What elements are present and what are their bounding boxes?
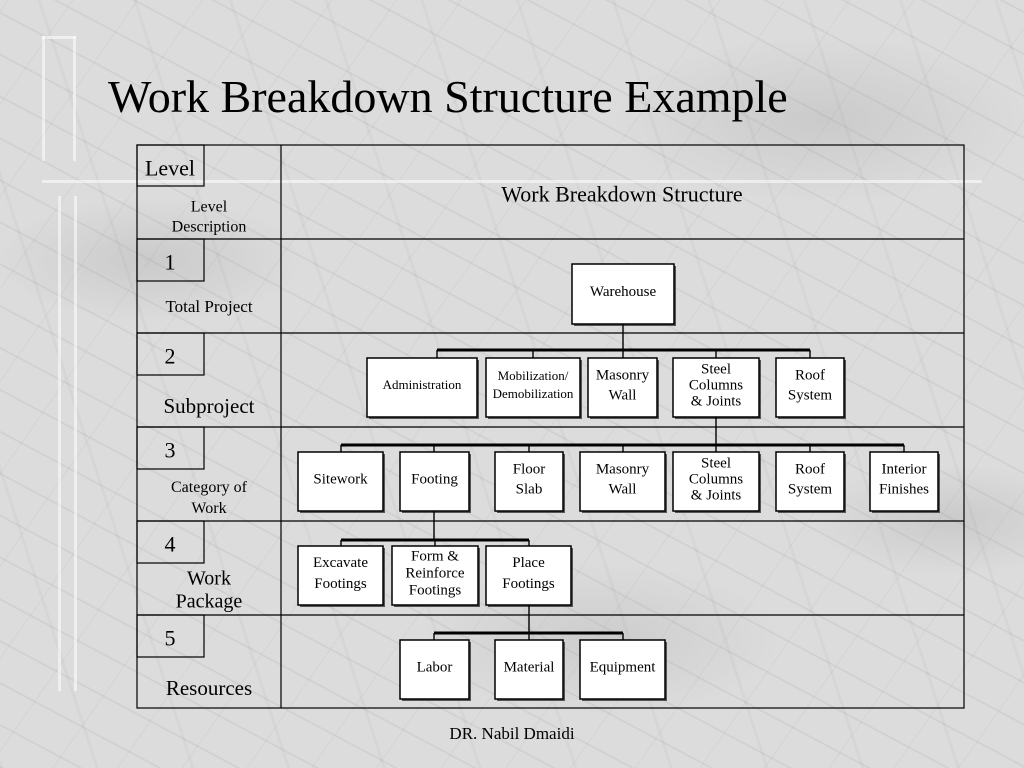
wbs-node-labor — [399, 639, 470, 700]
level-number-box — [136, 520, 205, 564]
level-number: 4 — [165, 531, 176, 556]
level-number: 3 — [165, 437, 176, 462]
slide-title: Work Breakdown Structure Example — [108, 71, 788, 122]
wbs-node-excavate-footings — [297, 545, 384, 606]
level-number: 1 — [165, 249, 176, 274]
frame-line — [42, 36, 76, 39]
wbs-node-mobilization — [485, 357, 581, 418]
level-number-box — [136, 426, 205, 470]
wbs-node-label: Mobilization/Demobilization — [493, 368, 574, 401]
wbs-header-label: Work Breakdown Structure — [501, 181, 742, 206]
wbs-node-material — [494, 639, 564, 700]
wbs-node-label: Warehouse — [590, 284, 657, 300]
wbs-node-label: Material — [504, 660, 555, 676]
wbs-node-masonry-wall-3 — [579, 451, 666, 512]
wbs-node-roof-system-3 — [775, 451, 845, 512]
wbs-node-label: Footing — [411, 472, 458, 488]
level-description: Resources — [166, 676, 252, 700]
wbs-node-warehouse — [571, 263, 675, 325]
frame-line — [42, 180, 982, 183]
wbs-node-equipment — [579, 639, 666, 700]
frame-line — [73, 36, 76, 161]
wbs-node-form-reinforce — [391, 545, 479, 606]
level-number-box — [136, 332, 205, 376]
frame-line — [74, 196, 77, 691]
level-header-box — [136, 144, 205, 187]
wbs-node-steel-columns-3 — [672, 451, 760, 512]
wbs-node-sitework — [297, 451, 384, 512]
footer-author: DR. Nabil Dmaidi — [449, 724, 575, 743]
wbs-node-masonry-wall-2 — [587, 357, 658, 418]
wbs-node-label: Administration — [383, 377, 462, 392]
level-description: Subproject — [164, 394, 255, 418]
frame-line — [42, 36, 45, 161]
level-description: Total Project — [165, 297, 252, 316]
level-number-box — [136, 238, 205, 282]
level-number-box — [136, 614, 205, 658]
wbs-node-label: Equipment — [590, 660, 657, 676]
wbs-node-administration — [366, 357, 478, 418]
wbs-node-roof-system-2 — [775, 357, 845, 418]
wbs-node-label: Labor — [417, 660, 453, 676]
frame-line — [58, 196, 61, 691]
level-number: 2 — [165, 343, 176, 368]
wbs-node-floor-slab — [494, 451, 564, 512]
wbs-node-label: Sitework — [313, 472, 368, 488]
level-header-label: Level — [145, 155, 195, 180]
level-number: 5 — [165, 625, 176, 650]
